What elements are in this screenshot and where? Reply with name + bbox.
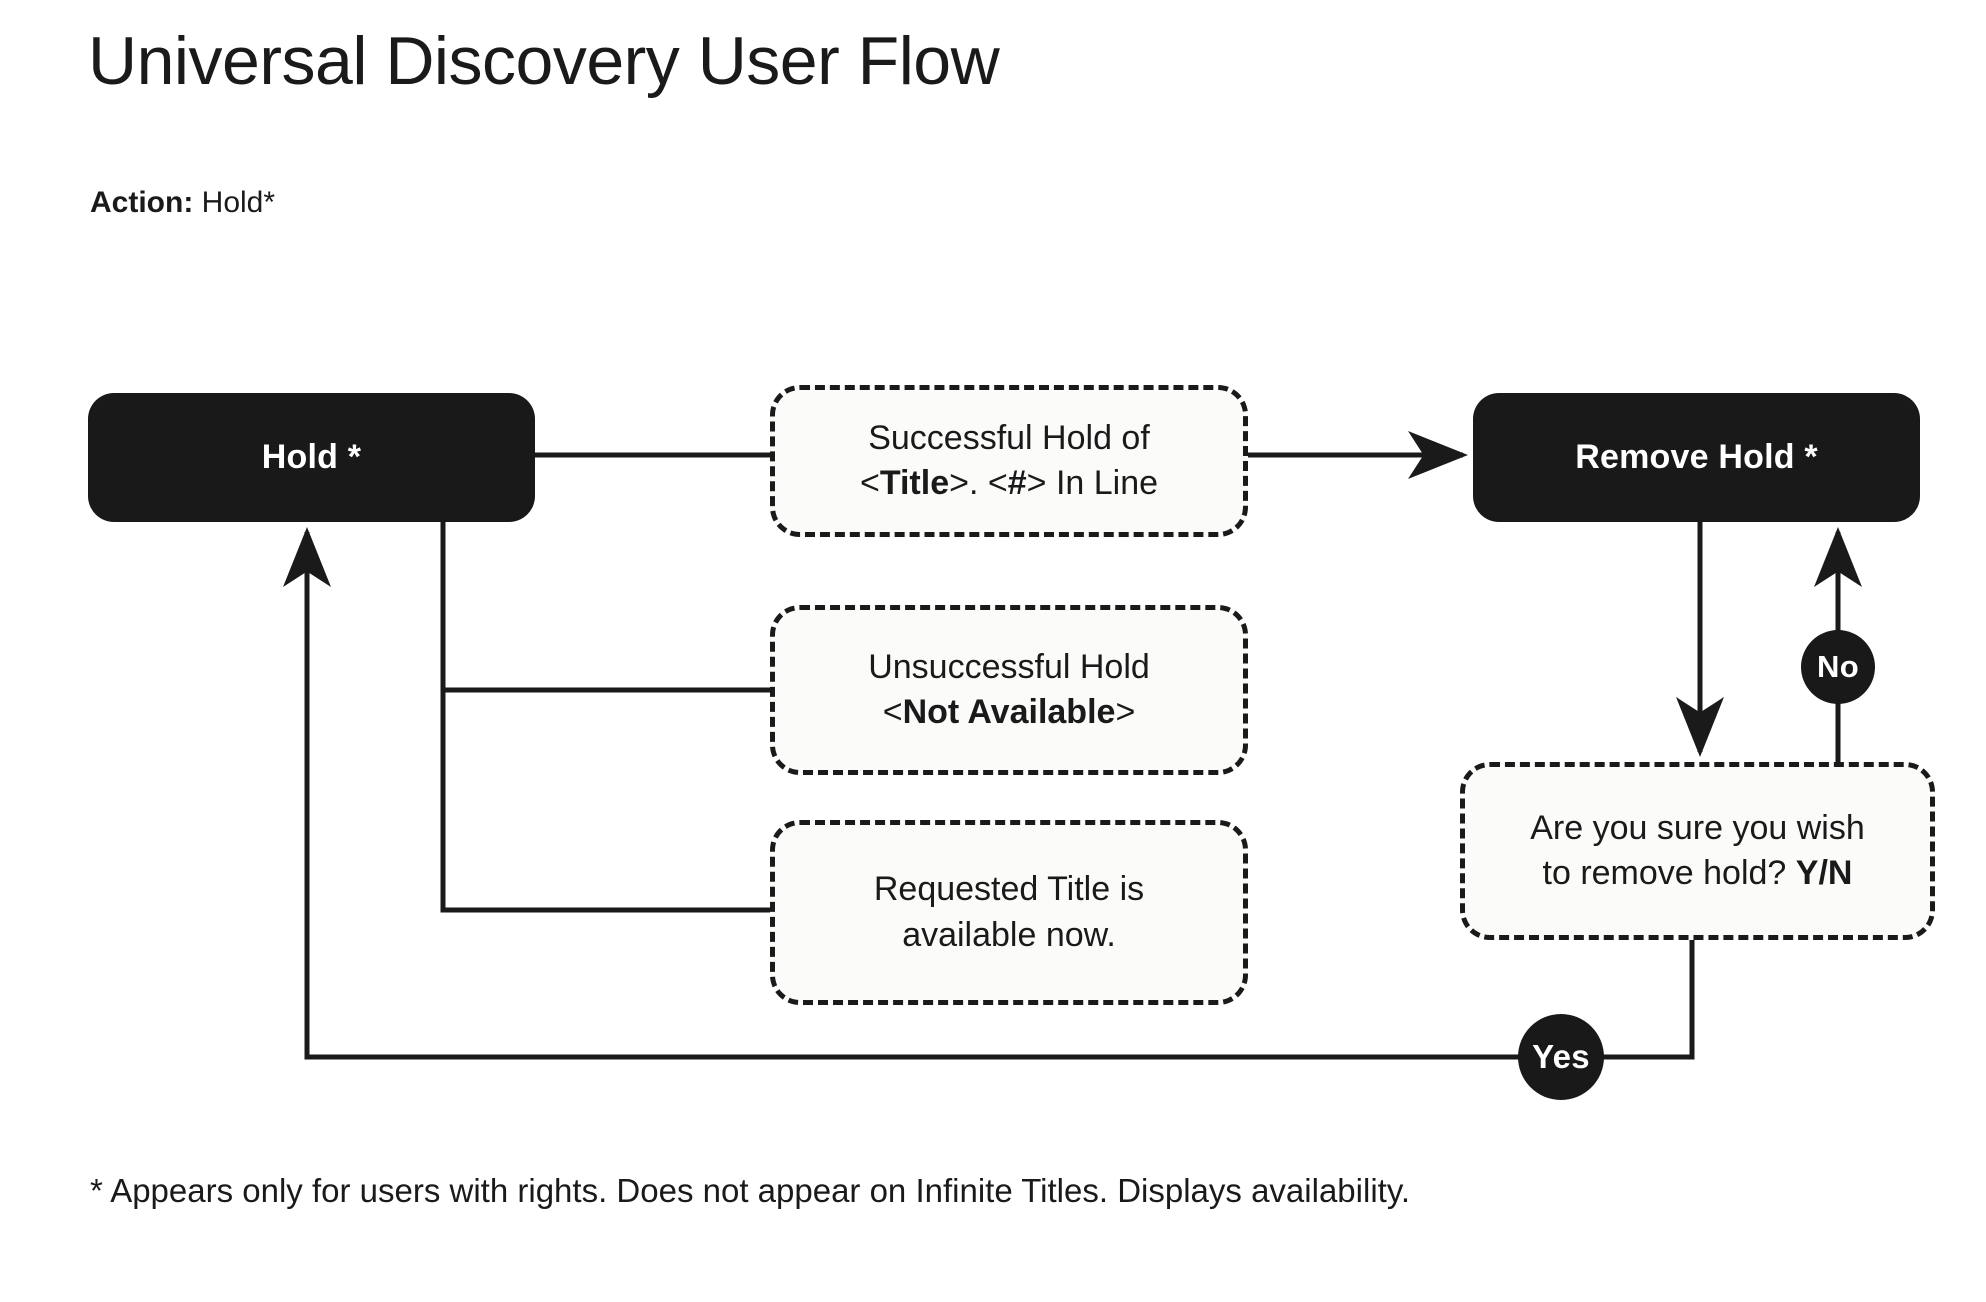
success-close: > In Line [1026,464,1159,502]
confirm-yn-token: Y/N [1795,854,1853,892]
branch-label-yes-text: Yes [1532,1038,1590,1075]
action-value: Hold* [201,186,276,219]
node-successful-hold[interactable]: Successful Hold of <Title>. <#> In Line [770,385,1248,537]
unsuccessful-token: Not Available [902,693,1116,731]
success-title-token: Title [879,464,950,502]
confirm-line-2: to remove hold? [1542,854,1796,892]
node-title-available[interactable]: Requested Title is available now. [770,820,1248,1005]
node-hold-label: Hold * [261,438,362,476]
page-title: Universal Discovery User Flow [88,23,1000,99]
success-mid: >. < [949,464,1008,502]
unsuccessful-line-1: Unsuccessful Hold [868,647,1150,686]
unsuccessful-close-bracket: > [1115,693,1136,731]
branch-label-yes: Yes [1518,1014,1604,1100]
branch-label-no-text: No [1817,649,1859,684]
available-line-2: available now. [902,915,1116,954]
footnote: * Appears only for users with rights. Do… [90,1172,1411,1209]
unsuccessful-open-bracket: < [882,693,903,731]
node-confirm-remove-hold[interactable]: Are you sure you wish to remove hold? Y/… [1460,762,1935,940]
branch-label-no: No [1801,630,1875,704]
action-label: Action: [90,186,194,219]
success-hash-token: # [1007,464,1027,502]
node-remove-hold[interactable]: Remove Hold * [1473,393,1920,522]
confirm-line-1: Are you sure you wish [1530,808,1865,847]
success-line-1: Successful Hold of [868,418,1150,457]
node-remove-hold-label: Remove Hold * [1575,438,1818,476]
action-line: Action: Hold* [90,186,275,220]
success-open-bracket: < [859,464,880,502]
node-unsuccessful-hold-text: Unsuccessful Hold <Not Available> [868,645,1150,735]
node-successful-hold-text: Successful Hold of <Title>. <#> In Line [860,416,1158,506]
node-confirm-text: Are you sure you wish to remove hold? Y/… [1530,806,1865,896]
node-unsuccessful-hold[interactable]: Unsuccessful Hold <Not Available> [770,605,1248,775]
node-title-available-text: Requested Title is available now. [874,867,1144,957]
node-hold[interactable]: Hold * [88,393,535,522]
available-line-1: Requested Title is [873,870,1145,909]
